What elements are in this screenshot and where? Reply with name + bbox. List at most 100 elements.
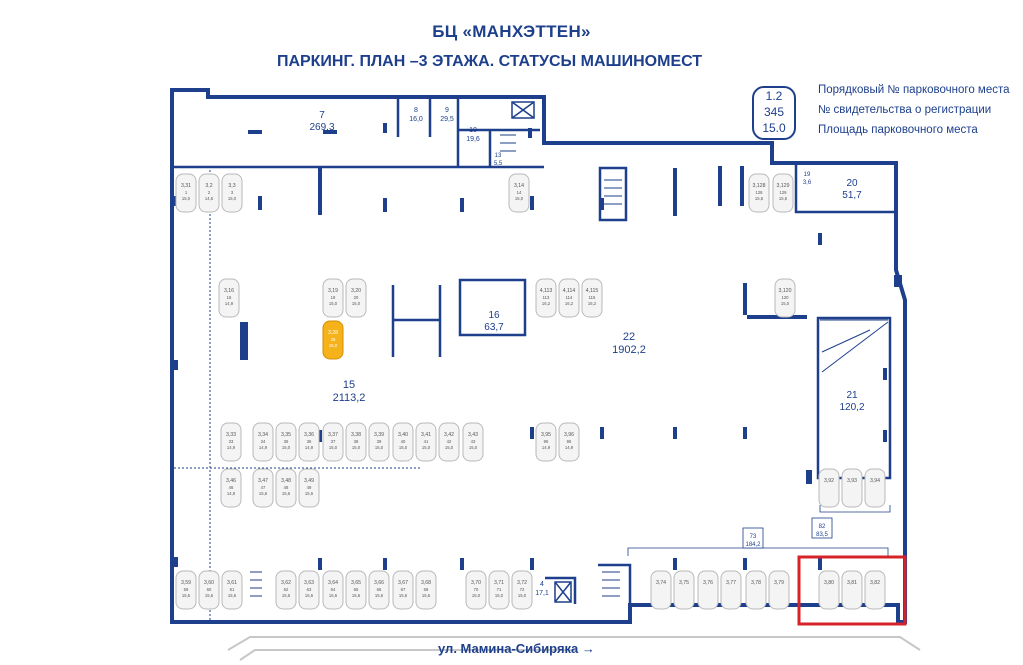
spot-area: 15,5 — [182, 593, 191, 598]
spot-num: 3,80 — [824, 580, 834, 586]
parking-spot-3-92[interactable]: 3,92 — [818, 468, 840, 508]
parking-spot-3-75[interactable]: 3,75 — [673, 570, 695, 610]
parking-spot-3-81[interactable]: 3,81 — [841, 570, 863, 610]
spot-num: 3,19 — [328, 288, 338, 294]
spot-num: 3,76 — [703, 580, 713, 586]
spot-area: 16,2 — [542, 301, 551, 306]
spot-area: 15,6 — [205, 593, 214, 598]
spot-num: 3,62 — [281, 580, 291, 586]
spot-area: 15,6 — [282, 491, 291, 496]
room-number: 7 — [319, 110, 325, 121]
parking-spot-3-76[interactable]: 3,76 — [697, 570, 719, 610]
plan-title: БЦ «МАНХЭТТЕН» — [432, 22, 591, 41]
car-shape — [392, 422, 414, 462]
parking-spot-3-78[interactable]: 3,78 — [745, 570, 767, 610]
spot-area: 15,6 — [305, 593, 314, 598]
spot-cert: 48 — [284, 485, 289, 490]
spot-num: 3,42 — [444, 432, 454, 438]
car-shape — [252, 422, 274, 462]
spot-cert: 120 — [782, 295, 790, 300]
car-shape — [488, 570, 510, 610]
spot-num: 3,68 — [421, 580, 431, 586]
spot-cert: 128 — [756, 190, 764, 195]
car-shape — [508, 173, 530, 213]
spot-area: 15,6 — [399, 593, 408, 598]
spot-area: 14,9 — [565, 445, 574, 450]
car-shape — [275, 570, 297, 610]
spot-area: 15,0 — [472, 593, 481, 598]
car-shape — [252, 468, 274, 508]
spot-area: 15,6 — [305, 491, 314, 496]
inner-walls — [172, 97, 896, 604]
parking-spot-3-79[interactable]: 3,79 — [768, 570, 790, 610]
parking-spot-3-74[interactable]: 3,74 — [650, 570, 672, 610]
car-shape — [322, 422, 344, 462]
car-shape — [438, 422, 460, 462]
car-shape — [818, 570, 840, 610]
parking-spot-3-80[interactable]: 3,80 — [818, 570, 840, 610]
spot-area: 15,6 — [779, 196, 788, 201]
parking-spot-3-94[interactable]: 3,94 — [864, 468, 886, 508]
road-edge — [239, 649, 575, 661]
spot-num: 3,82 — [870, 580, 880, 586]
road — [227, 636, 921, 651]
highlight-box[interactable] — [797, 555, 907, 626]
spot-cert: 40 — [401, 439, 406, 444]
spot-area: 15,0 — [518, 593, 527, 598]
parking-spot-3-77[interactable]: 3,77 — [720, 570, 742, 610]
car-shape — [673, 570, 695, 610]
spot-num: 3,40 — [398, 432, 408, 438]
room-area: 2113,2 — [333, 392, 366, 404]
parking-spot-3-82[interactable]: 3,82 — [864, 570, 886, 610]
parking-spot-3-93[interactable]: 3,93 — [841, 468, 863, 508]
